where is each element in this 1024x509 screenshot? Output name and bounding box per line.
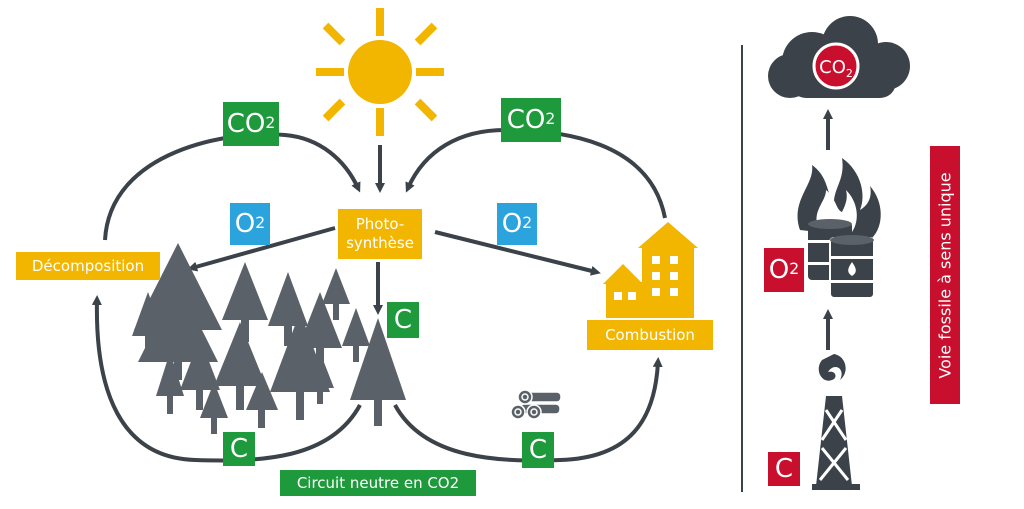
fossil-o2-main: O <box>768 255 790 285</box>
cloud-co2-text: CO2 <box>819 57 853 80</box>
fossil-o2-sub: 2 <box>789 260 800 279</box>
photosynthesis-to-forest-arrow <box>187 226 336 272</box>
sun-icon <box>316 8 444 136</box>
forest-to-combustion-arrow <box>393 357 663 463</box>
right-co2-sub: 2 <box>545 110 556 129</box>
decomposition-carbon-label: C <box>223 432 255 466</box>
right-o2-sub: 2 <box>522 214 533 233</box>
photosynthesis-line2: synthèse <box>346 234 414 252</box>
fossil-carbon-label: C <box>768 452 800 486</box>
right-co2-main: CO <box>506 105 546 135</box>
combustion-carbon-label: C <box>522 432 554 468</box>
decomposition-label: Décomposition <box>16 252 160 280</box>
logs-icon <box>510 389 562 420</box>
left-co2-sub: 2 <box>265 114 276 133</box>
photosynthesis-line1: Photo- <box>355 214 405 233</box>
photosynthesis-label: Photo- synthèse <box>338 209 422 259</box>
tree-carbon-label: C <box>387 302 419 338</box>
left-co2-main: CO <box>226 109 266 139</box>
right-o2-main: O <box>501 209 523 239</box>
left-o2-sub: 2 <box>255 214 266 233</box>
left-o2-main: O <box>234 209 256 239</box>
oil-derrick-icon <box>812 354 860 490</box>
oil-barrels-icon <box>808 219 875 299</box>
fossil-one-way-label: Voie fossile à sens unique <box>930 146 960 404</box>
combustion-label: Combustion <box>587 320 713 350</box>
houses-icon <box>603 222 698 318</box>
forest-icon <box>132 243 406 434</box>
photosynthesis-to-combustion-arrow <box>434 230 601 276</box>
cloud-co2-badge <box>812 42 860 90</box>
neutral-circuit-label: Circuit neutre en CO2 <box>280 470 476 496</box>
forest-to-decomposition-arrow <box>91 295 362 463</box>
